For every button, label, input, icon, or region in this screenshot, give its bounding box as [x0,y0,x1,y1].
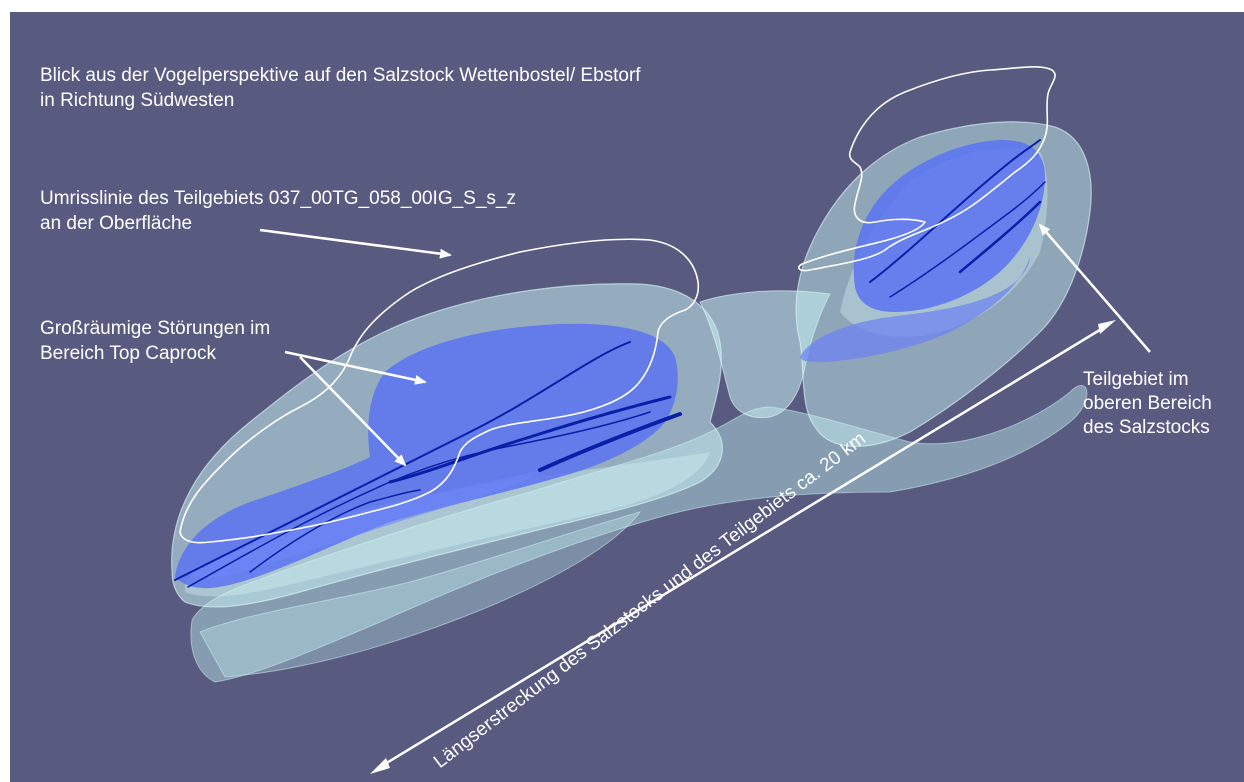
subarea-surface-outline [179,66,1056,544]
extent-arrowhead-end [1098,320,1116,334]
subarea-left [175,323,678,589]
subarea-pointer-arrow [1038,223,1151,353]
extent-arrow-shaft [379,323,1109,769]
figure-title-line-2: in Richtung Südwesten [40,90,235,111]
figure-title-line-1: Blick aus der Vogelperspektive auf den S… [40,65,641,86]
extent-arrowhead-start [370,758,390,774]
outline-label-line-2: an der Oberfläche [40,213,193,234]
salt-dome-3d-view [171,66,1151,774]
fault-pointer-arrow-upper [284,350,427,385]
subarea-label-line-1: Teilgebiet im [1083,369,1189,390]
fault-lines [174,139,1046,588]
annotation-arrows [259,223,1151,774]
outline-label-line-1: Umrisslinie des Teilgebiets 037_00TG_058… [40,188,516,209]
fault-pointer-arrow-lower [299,356,407,467]
figure-canvas: Blick aus der Vogelperspektive auf den S… [10,12,1244,782]
outline-pointer-arrow [259,228,452,259]
subarea-label-line-2: oberen Bereich [1083,393,1212,414]
subarea-label-line-3: des Salzstocks [1083,417,1210,438]
faults-label-line-1: Großräumige Störungen im [40,318,271,339]
subarea-right [800,139,1045,362]
faults-label-line-2: Bereich Top Caprock [40,343,217,364]
